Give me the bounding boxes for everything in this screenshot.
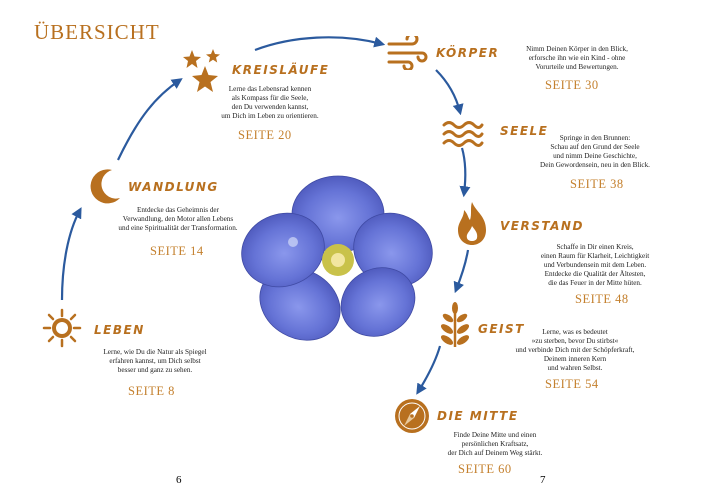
page-ref-wandlung[interactable]: SEITE 14 xyxy=(150,244,204,258)
stars-icon xyxy=(183,49,220,92)
page-title: ÜBERSICHT xyxy=(34,20,160,44)
heading-koerper: KÖRPER xyxy=(436,46,500,60)
page-ref-leben[interactable]: SEITE 8 xyxy=(128,384,175,398)
arrow-leben-to-wandlung xyxy=(60,207,82,301)
page-number-left: 6 xyxy=(176,474,182,486)
desc-geist: Lerne, was es bedeutet»zu sterben, bevor… xyxy=(515,328,635,372)
arrow-verstand-to-geist xyxy=(453,249,470,294)
heading-verstand: VERSTAND xyxy=(500,219,584,233)
arrow-seele-to-verstand xyxy=(459,147,471,198)
desc-verstand: Schaffe in Dir einen Kreis,einen Raum fü… xyxy=(540,243,650,287)
desc-koerper: Nimm Deinen Körper in den Blick,erforsch… xyxy=(526,45,628,71)
page-number-right: 7 xyxy=(540,474,546,486)
arrow-geist-to-mitte xyxy=(416,345,442,395)
moon-icon xyxy=(90,169,120,204)
sun-icon xyxy=(42,308,82,348)
page-ref-koerper[interactable]: SEITE 30 xyxy=(545,78,599,92)
page-ref-geist[interactable]: SEITE 54 xyxy=(545,377,599,391)
arrow-kreislaeufe-to-koerper xyxy=(254,36,386,52)
heading-mitte: DIE MITTE xyxy=(437,409,519,423)
page-ref-kreislaeufe[interactable]: SEITE 20 xyxy=(238,128,292,142)
heading-seele: SEELE xyxy=(500,124,549,138)
compass-icon xyxy=(395,399,429,433)
wind-icon xyxy=(387,36,428,70)
water-icon xyxy=(442,121,484,147)
page-ref-verstand[interactable]: SEITE 48 xyxy=(575,292,629,306)
heading-geist: GEIST xyxy=(478,322,525,336)
desc-seele: Springe in den Brunnen:Schau auf den Gru… xyxy=(540,134,650,169)
arrow-koerper-to-seele xyxy=(435,69,464,116)
plant-icon xyxy=(440,302,470,347)
flax-flower-image xyxy=(241,175,433,341)
arrow-wandlung-to-kreislaeufe xyxy=(117,78,183,161)
heading-kreislaeufe: KREISLÄUFE xyxy=(232,63,330,77)
page-ref-seele[interactable]: SEITE 38 xyxy=(570,177,624,191)
heading-leben: LEBEN xyxy=(94,323,145,337)
heading-wandlung: WANDLUNG xyxy=(128,180,219,194)
fire-icon xyxy=(458,202,486,245)
page-ref-mitte[interactable]: SEITE 60 xyxy=(458,462,512,476)
